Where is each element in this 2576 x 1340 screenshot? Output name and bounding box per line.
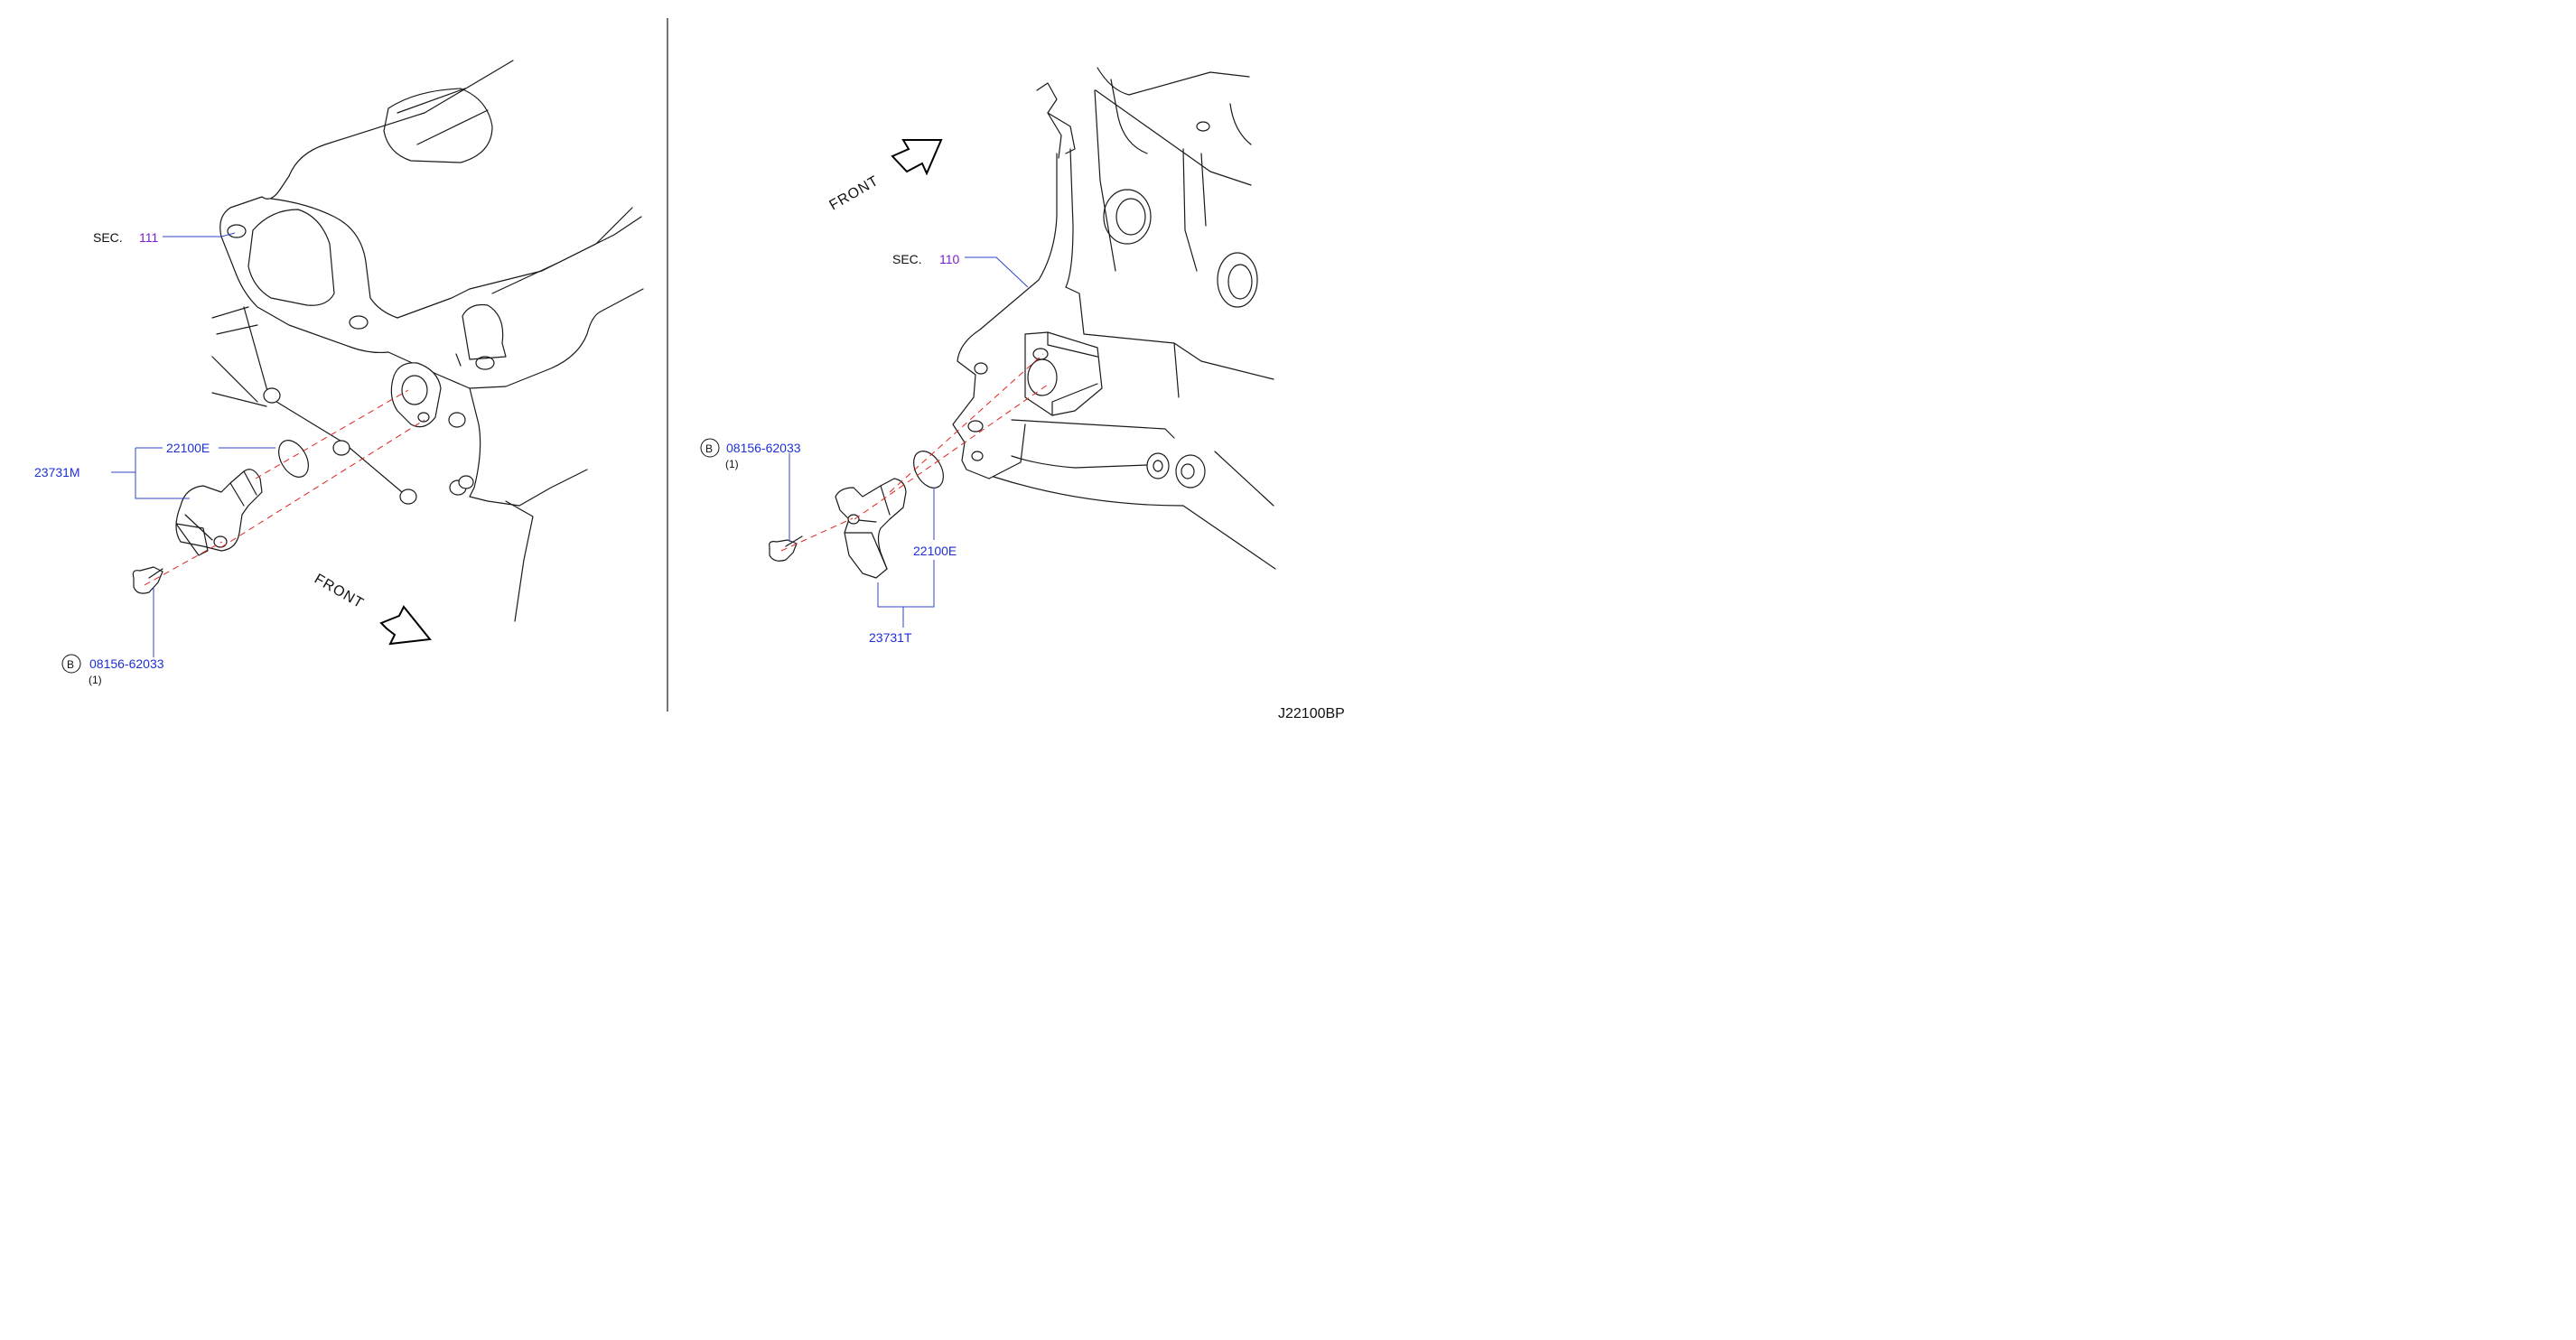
left-bolt-label[interactable]: 08156-62033 [89,656,164,671]
left-section-number[interactable]: 111 [139,230,158,245]
left-engine-drawing [211,60,644,622]
left-oring-label[interactable]: 22100E [166,441,210,455]
left-sensor-assembly [132,440,309,594]
left-install-path [220,419,425,548]
right-engine-drawing [952,67,1276,570]
left-assembly-label[interactable]: 23731M [34,465,80,479]
right-sensor-assembly [769,451,944,579]
right-section-prefix: SEC. [892,252,922,266]
diagram-reference: J22100BP [1278,706,1345,721]
right-bolt-marker-circle [700,438,720,458]
right-leaders [789,256,1029,628]
right-section-number[interactable]: 110 [939,252,960,266]
right-bolt-marker: B [705,442,713,455]
left-bolt [132,566,163,594]
left-oring [278,440,309,478]
right-front-arrow [891,139,943,176]
left-section-prefix: SEC. [93,230,123,245]
left-bolt-marker: B [67,658,74,671]
right-install-path [854,384,1049,520]
right-oring-label[interactable]: 22100E [913,544,957,558]
right-front-label: FRONT [827,173,882,214]
left-front-label: FRONT [312,572,367,612]
left-leaders [111,232,275,657]
right-cam-sensor [835,478,907,579]
right-bolt-qty: (1) [725,458,739,470]
parts-diagram: SEC. 111 22100E 23731M B 08156-62033 (1)… [34,18,1345,721]
right-assembly-label[interactable]: 23731T [869,630,912,645]
left-bolt-marker-circle [61,654,81,674]
left-front-arrow [379,605,432,646]
right-bolt-label[interactable]: 08156-62033 [726,441,801,455]
right-oring [913,451,944,489]
left-cam-sensor [175,469,263,552]
left-bolt-qty: (1) [89,674,102,686]
